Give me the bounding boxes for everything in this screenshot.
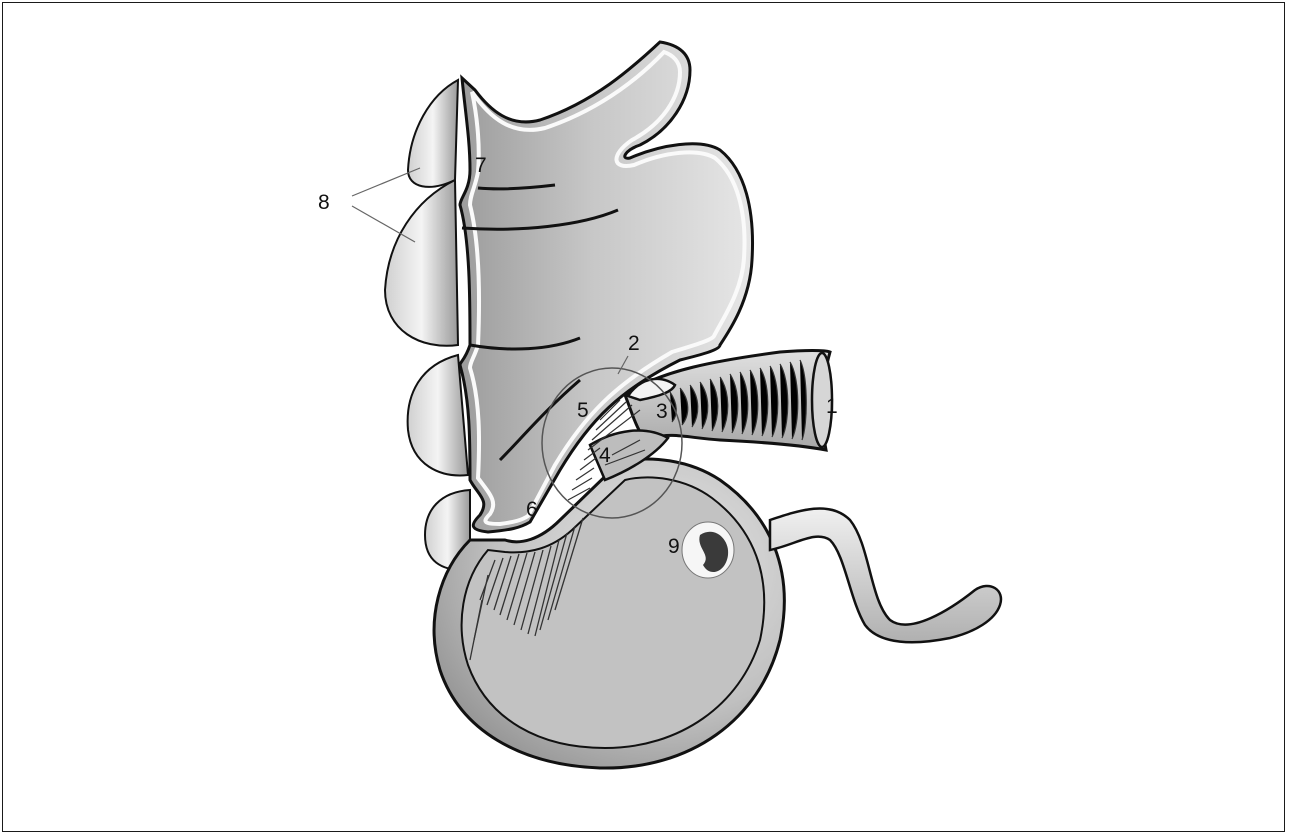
label-8: 8 xyxy=(318,191,330,214)
haustrum-bulge-middle xyxy=(408,355,468,475)
label-6: 6 xyxy=(526,498,538,521)
label-1: 1 xyxy=(826,395,838,418)
label-3: 3 xyxy=(656,400,668,423)
label-9: 9 xyxy=(668,535,680,558)
label-7: 7 xyxy=(475,154,487,177)
label-2: 2 xyxy=(628,332,640,355)
haustrum-bulge-top xyxy=(408,80,458,187)
label-4: 4 xyxy=(599,444,611,467)
appendix xyxy=(770,508,1001,642)
label-5: 5 xyxy=(577,399,589,422)
colon-anatomy-diagram: 1 2 3 4 5 6 7 8 9 xyxy=(0,0,1289,813)
leader-line-8a xyxy=(352,168,420,196)
haustrum-bulge-upper xyxy=(385,180,458,346)
